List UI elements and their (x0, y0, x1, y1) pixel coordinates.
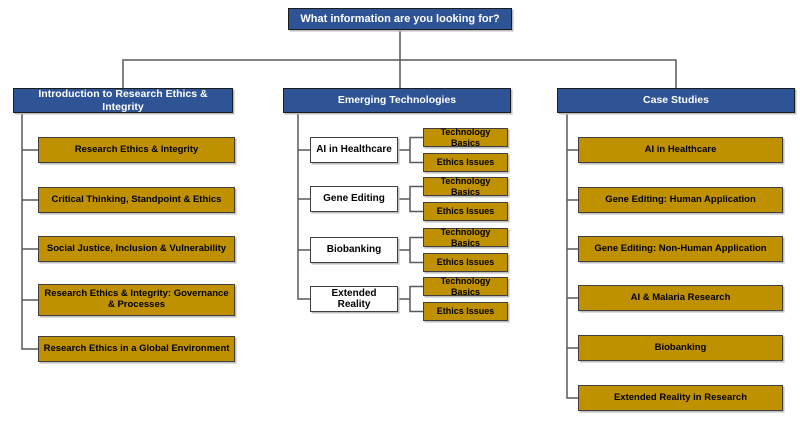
connector-line (409, 236, 423, 264)
topic-ai-healthcare[interactable]: AI in Healthcare (310, 137, 398, 163)
root-question-box: What information are you looking for? (288, 8, 512, 30)
sub-gene-editing-ethics-issues[interactable]: Ethics Issues (423, 202, 508, 221)
node-global-environment[interactable]: Research Ethics in a Global Environment (38, 336, 235, 362)
connector-line (21, 113, 38, 350)
node-critical-thinking-standpoint-ethics[interactable]: Critical Thinking, Standpoint & Ethics (38, 187, 235, 213)
connector-line (409, 285, 423, 313)
connector-line (409, 185, 423, 213)
branch-header-emerging-tech: Emerging Technologies (283, 88, 511, 113)
node-social-justice-inclusion-vulnerability[interactable]: Social Justice, Inclusion & Vulnerabilit… (38, 236, 235, 262)
node-governance-processes[interactable]: Research Ethics & Integrity: Governance … (38, 284, 235, 316)
connector-line (122, 59, 677, 88)
topic-extended-reality[interactable]: Extended Reality (310, 286, 398, 312)
connector-line (566, 113, 578, 399)
case-gene-editing-human[interactable]: Gene Editing: Human Application (578, 187, 783, 213)
case-extended-reality-in-research[interactable]: Extended Reality in Research (578, 385, 783, 411)
connector-line (409, 136, 423, 164)
sub-biobanking-technology-basics[interactable]: Technology Basics (423, 227, 508, 248)
sub-extended-reality-technology-basics[interactable]: Technology Basics (423, 276, 508, 297)
sub-ai-healthcare-technology-basics[interactable]: Technology Basics (423, 127, 508, 148)
sub-gene-editing-technology-basics[interactable]: Technology Basics (423, 176, 508, 197)
case-gene-editing-non-human[interactable]: Gene Editing: Non-Human Application (578, 236, 783, 262)
connector-line (297, 113, 310, 300)
case-ai-healthcare[interactable]: AI in Healthcare (578, 137, 783, 163)
branch-header-intro-ethics: Introduction to Research Ethics & Integr… (13, 88, 233, 113)
case-biobanking[interactable]: Biobanking (578, 335, 783, 361)
topic-biobanking[interactable]: Biobanking (310, 237, 398, 263)
topic-gene-editing[interactable]: Gene Editing (310, 186, 398, 212)
case-ai-malaria-research[interactable]: AI & Malaria Research (578, 285, 783, 311)
node-research-ethics-integrity[interactable]: Research Ethics & Integrity (38, 137, 235, 163)
sub-extended-reality-ethics-issues[interactable]: Ethics Issues (423, 302, 508, 321)
sub-ai-healthcare-ethics-issues[interactable]: Ethics Issues (423, 153, 508, 172)
sub-biobanking-ethics-issues[interactable]: Ethics Issues (423, 253, 508, 272)
branch-header-case-studies: Case Studies (557, 88, 795, 113)
